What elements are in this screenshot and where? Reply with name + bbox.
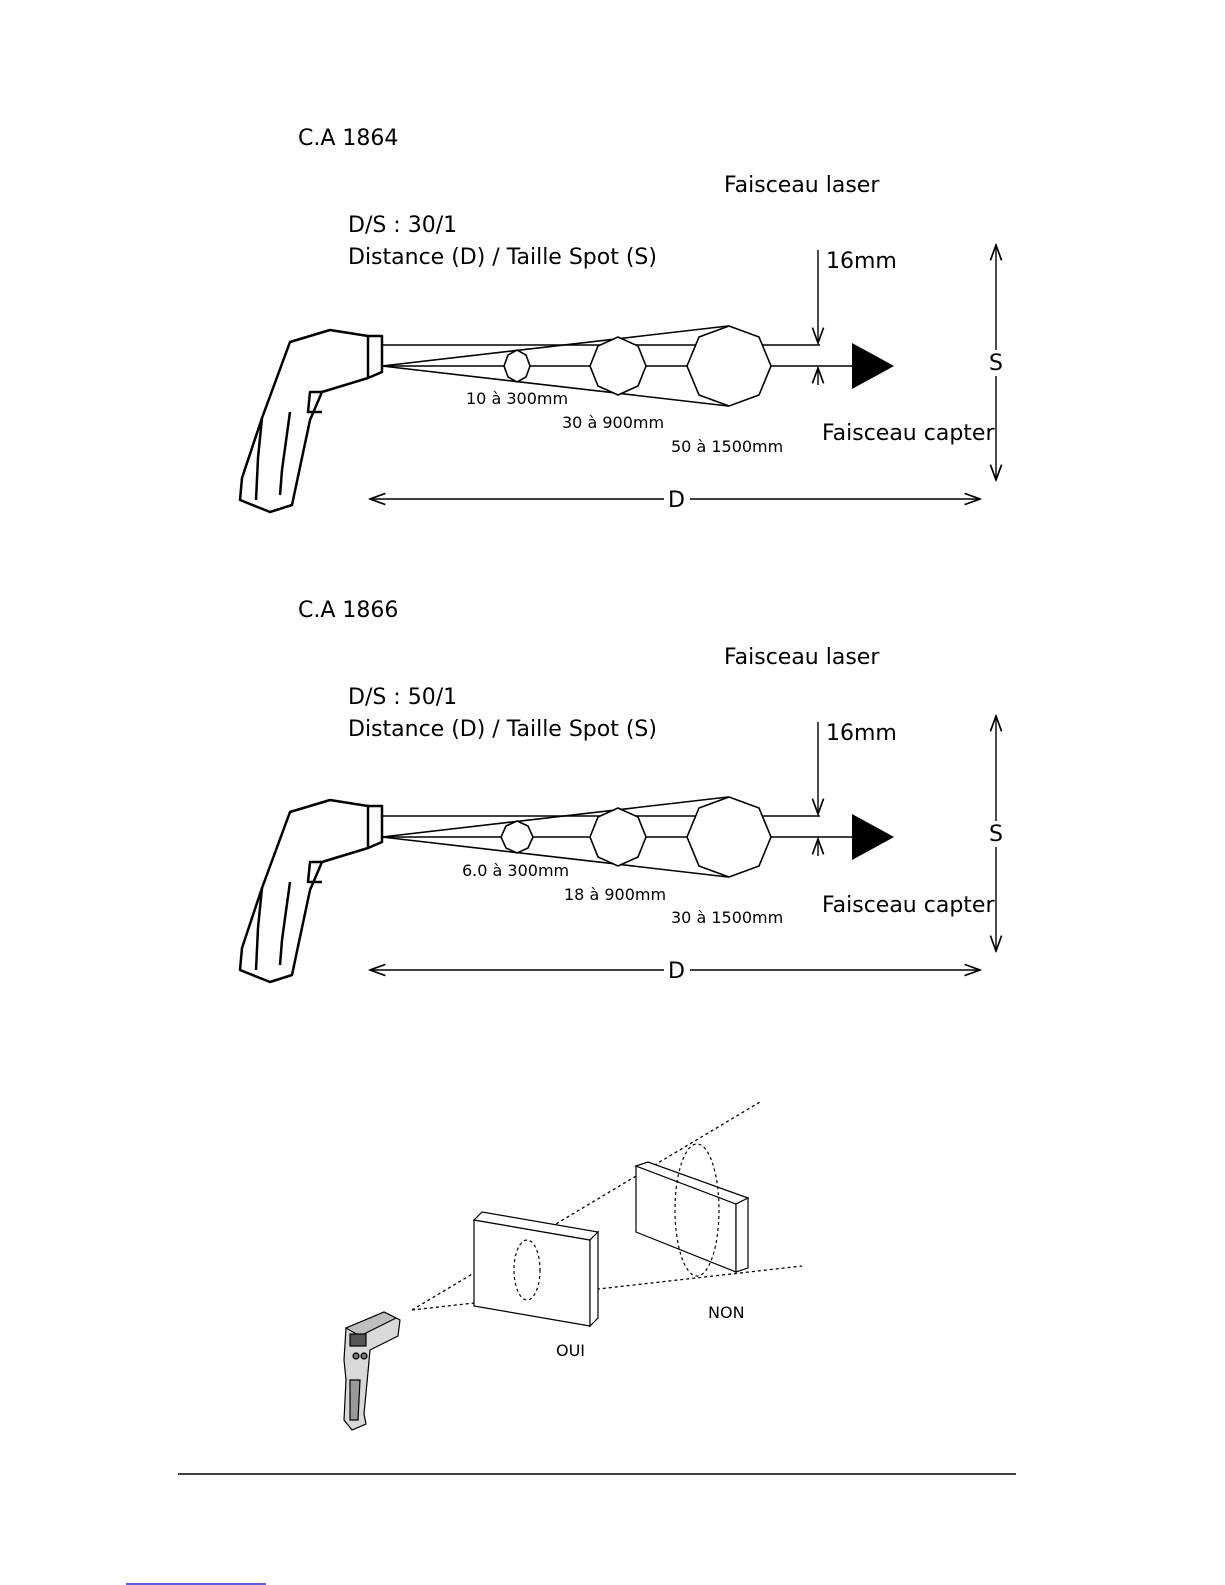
distance-spot-diagram-2: C.A 1866 Faisceau laser D/S : 50/1 Dista… — [240, 598, 1006, 984]
ratio-label: D/S : 30/1 — [348, 213, 457, 238]
spot-label-1500: 50 à 1500mm — [671, 437, 783, 456]
spot-circle-large — [687, 797, 771, 877]
thermometer-gun-icon — [240, 800, 382, 982]
ratio-label: D/S : 50/1 — [348, 685, 457, 710]
spot-label-300: 6.0 à 300mm — [462, 861, 569, 880]
model-title: C.A 1866 — [298, 598, 398, 623]
spot-size-label: 16mm — [826, 721, 897, 746]
label-oui: OUI — [556, 1341, 585, 1360]
beam-arrowhead-icon — [852, 814, 894, 860]
target-size-illustration: OUI NON — [344, 1102, 802, 1430]
target-box-non — [636, 1162, 748, 1272]
spot-circle-small — [504, 350, 530, 382]
sensor-beam-label: Faisceau capter — [822, 893, 995, 918]
spot-label-900: 18 à 900mm — [564, 885, 666, 904]
spot-label-1500: 30 à 1500mm — [671, 908, 783, 927]
s-dimension-label: S — [989, 351, 1003, 376]
d-dimension-label: D — [668, 959, 685, 984]
spot-circle-medium — [590, 337, 646, 395]
target-box-oui — [474, 1212, 598, 1326]
infrared-thermometer-icon — [344, 1312, 400, 1430]
d-dimension-label: D — [668, 488, 685, 513]
beam-arrowhead-icon — [852, 343, 894, 389]
laser-beam-label: Faisceau laser — [724, 645, 880, 670]
spot-label-900: 30 à 900mm — [562, 413, 664, 432]
distance-spot-diagram-1: C.A 1864 Faisceau laser D/S : 30/1 Dista… — [240, 126, 1006, 513]
laser-beam-label: Faisceau laser — [724, 173, 880, 198]
s-dimension-label: S — [989, 822, 1003, 847]
spot-label-300: 10 à 300mm — [466, 389, 568, 408]
sensor-beam-label: Faisceau capter — [822, 421, 995, 446]
model-title: C.A 1864 — [298, 126, 398, 151]
ratio-caption: Distance (D) / Taille Spot (S) — [348, 717, 657, 742]
spot-circle-large — [687, 326, 771, 406]
spot-circle-medium — [590, 808, 646, 866]
spot-size-label: 16mm — [826, 249, 897, 274]
thermometer-gun-icon — [240, 330, 382, 512]
ratio-caption: Distance (D) / Taille Spot (S) — [348, 245, 657, 270]
spot-circle-small — [501, 821, 533, 853]
label-non: NON — [708, 1303, 745, 1322]
